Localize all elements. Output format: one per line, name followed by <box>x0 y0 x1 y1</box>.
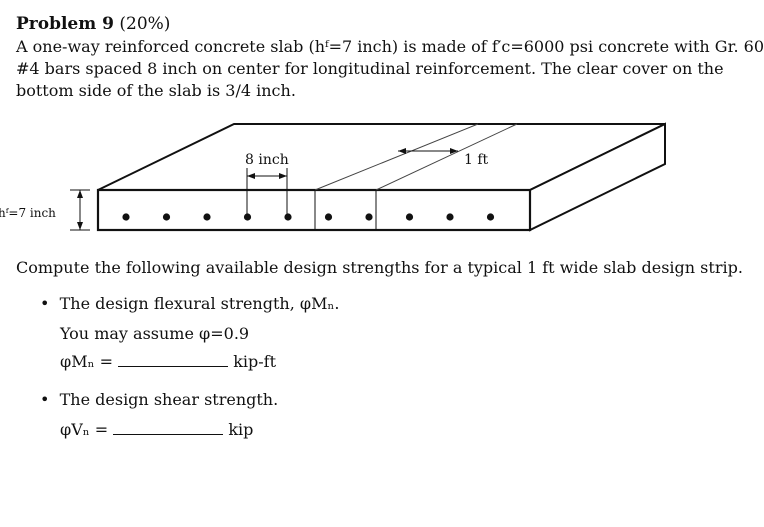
rebar-dot <box>365 213 373 221</box>
problem-heading: Problem 9 <box>16 14 114 34</box>
answer-blank-vn[interactable] <box>113 433 224 435</box>
answer-blank-mn[interactable] <box>118 365 229 367</box>
rebar-dot <box>324 213 333 221</box>
slab-figure: 1 ft 8 inch hᶠ=7 inch <box>0 122 666 232</box>
spacing-label: 8 inch <box>245 152 289 168</box>
rebar-dot <box>284 213 292 221</box>
strip-line-left <box>314 123 479 191</box>
rebar-dot <box>446 213 454 221</box>
strip-label: 1 ft <box>464 152 489 168</box>
rebar-dot <box>162 213 171 221</box>
answer-symbol-mn: φMₙ = <box>60 352 113 371</box>
item-shear-text: The design shear strength. <box>59 390 279 409</box>
statement-line-3: bottom side of the slab is 3/4 inch. <box>16 81 296 100</box>
compute-instruction: Compute the following available design s… <box>16 258 743 277</box>
answer-unit-mn: kip-ft <box>233 352 276 371</box>
item-shear: • The design shear strength. <box>40 390 278 409</box>
answer-row-vn: φVₙ = kip <box>60 420 253 439</box>
rebar-dot <box>122 213 130 221</box>
strip-arrow-left <box>398 148 406 154</box>
answer-unit-vn: kip <box>228 420 254 439</box>
problem-weight: (20%) <box>119 14 171 34</box>
slab-front-face <box>96 188 532 232</box>
bullet-marker: • <box>40 294 50 313</box>
item-flexural: • The design flexural strength, φMₙ. <box>40 294 339 313</box>
item-flexural-text: The design flexural strength, φMₙ. <box>59 294 340 313</box>
bullet-marker: • <box>40 390 50 409</box>
rebar-dot <box>486 213 495 221</box>
rebar-dot <box>243 213 252 221</box>
rebar-dot <box>405 213 414 221</box>
statement-line-2: #4 bars spaced 8 inch on center for long… <box>16 59 724 78</box>
strip-line-right <box>375 123 518 191</box>
thickness-label: hᶠ=7 inch <box>0 206 56 220</box>
statement-line-1: A one-way reinforced concrete slab (hᶠ=7… <box>16 37 764 56</box>
rebar-group <box>122 213 495 221</box>
strip-arrow-right <box>450 148 458 154</box>
rebar-dot <box>203 213 211 221</box>
problem-title: Problem 9 (20%) <box>16 14 170 34</box>
phi-assumption: You may assume φ=0.9 <box>60 324 250 343</box>
answer-row-mn: φMₙ = kip-ft <box>60 352 276 371</box>
answer-symbol-vn: φVₙ = <box>60 420 109 439</box>
